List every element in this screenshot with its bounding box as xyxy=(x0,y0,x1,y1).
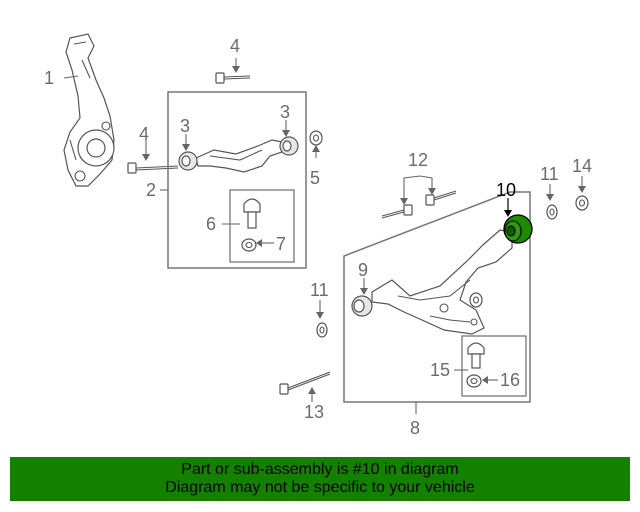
bolt-4-knuckle[interactable] xyxy=(127,162,179,174)
arrow-5 xyxy=(312,145,320,152)
callout-16[interactable]: 16 xyxy=(500,370,520,390)
arrow-12b xyxy=(428,188,436,195)
bushing-3-left[interactable] xyxy=(178,151,198,171)
arrow-4a xyxy=(232,66,240,73)
callout-9[interactable]: 9 xyxy=(358,260,368,280)
arrow-14 xyxy=(578,186,586,193)
arrow-11b xyxy=(316,312,324,319)
arrow-3b xyxy=(282,130,290,137)
ball-joint-15[interactable] xyxy=(467,342,485,369)
lower-control-arm[interactable] xyxy=(371,229,513,335)
callout-10[interactable]: 10 xyxy=(496,180,516,200)
arrow-10 xyxy=(504,210,512,217)
bolts-12[interactable] xyxy=(381,190,457,219)
callout-2[interactable]: 2 xyxy=(146,180,156,200)
upper-arm-group-box xyxy=(167,91,307,269)
callout-11a[interactable]: 11 xyxy=(540,164,559,184)
bushing-10-highlighted[interactable] xyxy=(503,214,533,244)
callout-12[interactable]: 12 xyxy=(408,150,428,170)
nut-5[interactable] xyxy=(309,130,323,146)
nut-lower-arm[interactable] xyxy=(469,292,483,308)
banner-line-2: Diagram may not be specific to your vehi… xyxy=(165,479,475,496)
callout-13[interactable]: 13 xyxy=(304,402,324,422)
callout-5[interactable]: 5 xyxy=(310,168,320,188)
nut-14[interactable] xyxy=(575,195,589,211)
callout-4a[interactable]: 4 xyxy=(230,36,240,56)
leader-1 xyxy=(63,75,79,79)
washer-11-lower[interactable] xyxy=(316,322,328,338)
ball-joint-6[interactable] xyxy=(243,198,261,229)
arrow-9 xyxy=(360,288,368,295)
info-banner: Part or sub-assembly is #10 in diagram D… xyxy=(10,457,630,501)
arrow-11a xyxy=(546,194,554,201)
washer-11-upper[interactable] xyxy=(546,204,558,220)
parts-diagram: 1 4 2 4 3 3 5 xyxy=(44,33,592,438)
arrow-7 xyxy=(256,239,262,247)
callout-7[interactable]: 7 xyxy=(276,234,286,254)
callout-8[interactable]: 8 xyxy=(410,418,420,438)
bushing-3-right[interactable] xyxy=(279,136,299,156)
bushing-9[interactable] xyxy=(351,295,373,317)
bolt-4-upper[interactable] xyxy=(215,72,251,84)
arrow-12a xyxy=(400,198,408,205)
nut-7[interactable] xyxy=(241,238,257,252)
arrow-16 xyxy=(482,376,488,384)
lower-arm-group-box xyxy=(343,191,531,403)
arrow-4b xyxy=(142,154,150,161)
callout-15[interactable]: 15 xyxy=(430,360,450,380)
leader-12 xyxy=(403,175,433,202)
callout-6[interactable]: 6 xyxy=(206,214,216,234)
lower-ball-joint-box xyxy=(461,335,527,397)
callout-3b[interactable]: 3 xyxy=(280,102,290,122)
callout-3a[interactable]: 3 xyxy=(180,116,190,136)
callout-14[interactable]: 14 xyxy=(572,156,592,176)
arrow-3a xyxy=(182,144,190,151)
callout-4b[interactable]: 4 xyxy=(139,124,149,144)
callout-1[interactable]: 1 xyxy=(44,68,54,88)
upper-ball-joint-box xyxy=(229,189,295,263)
banner-line-1: Part or sub-assembly is #10 in diagram xyxy=(181,461,459,478)
nut-16[interactable] xyxy=(466,374,482,388)
callout-11b[interactable]: 11 xyxy=(310,280,329,300)
arrow-13 xyxy=(308,387,316,394)
bolt-13[interactable] xyxy=(279,371,331,395)
upper-control-arm[interactable] xyxy=(195,139,283,173)
steering-knuckle[interactable] xyxy=(63,33,115,187)
